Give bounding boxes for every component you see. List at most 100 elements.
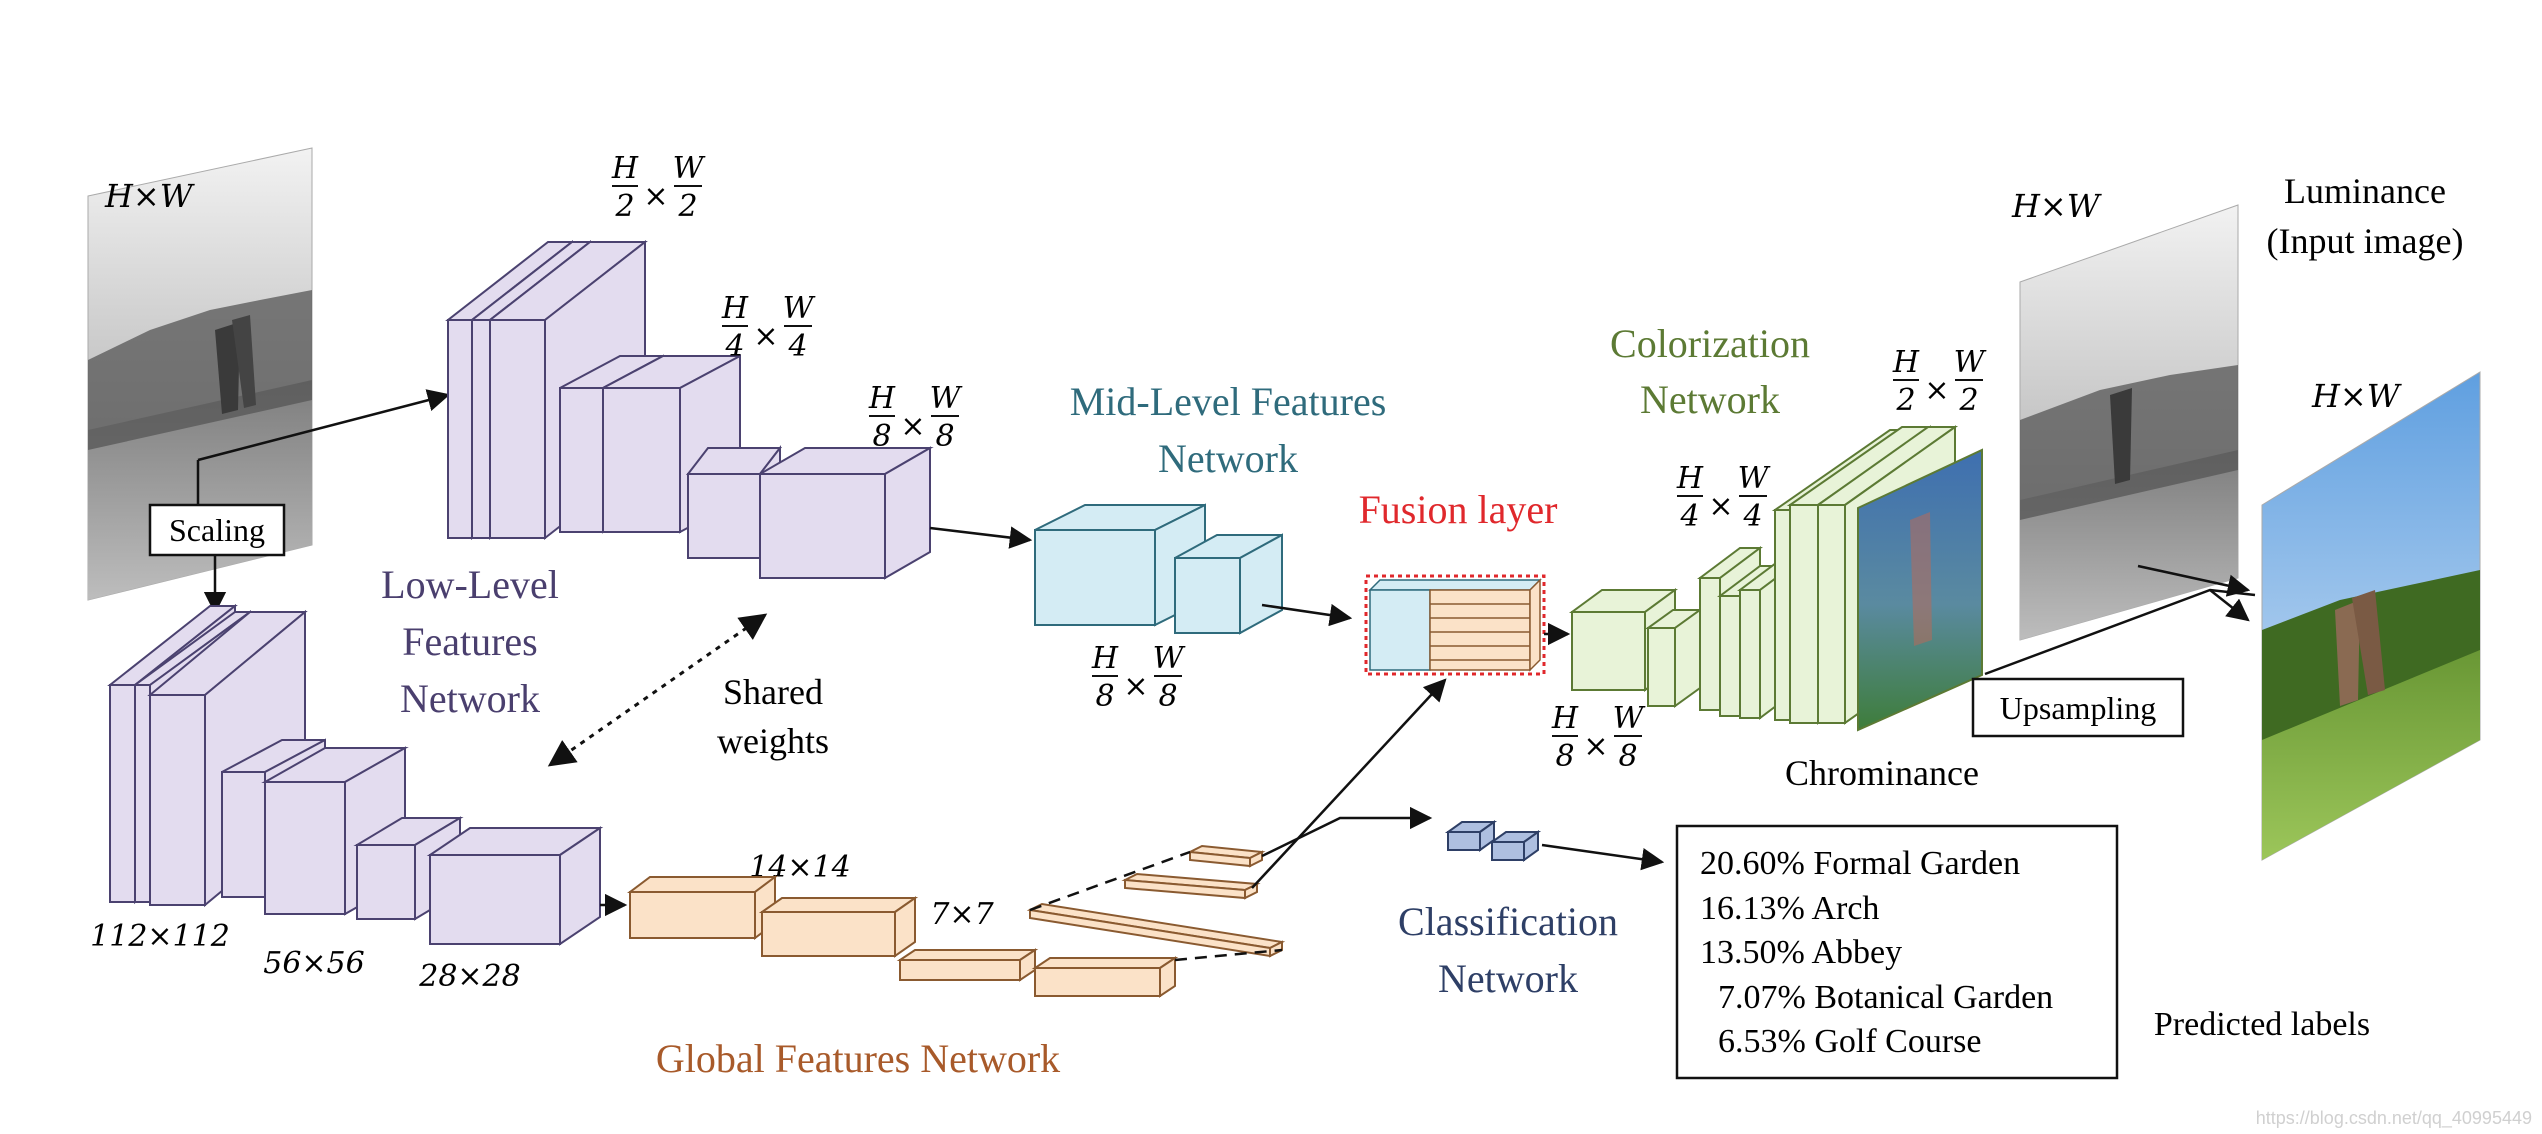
classification-blocks bbox=[1444, 820, 1542, 862]
arrow-to-fusion bbox=[1251, 678, 1447, 889]
low-level-bottom-stack bbox=[107, 603, 604, 946]
fusion-layer-block bbox=[1364, 574, 1546, 676]
prediction-item: 20.60% Formal Garden bbox=[1700, 845, 2020, 882]
watermark: https://blog.csdn.net/qq_40995449 bbox=[2256, 1108, 2532, 1129]
svg-text:8: 8 bbox=[1555, 739, 1574, 774]
predicted-labels-caption: Predicted labels bbox=[2154, 1006, 2370, 1043]
chrominance-label: Chrominance bbox=[1785, 753, 1979, 793]
prediction-item: 6.53% Golf Course bbox=[1718, 1023, 1981, 1060]
arrow-to-mid-level bbox=[929, 526, 1033, 549]
svg-text:weights: weights bbox=[717, 721, 829, 761]
svg-text:Features: Features bbox=[402, 619, 538, 664]
svg-text:×: × bbox=[1924, 373, 1949, 408]
upsampling-label: Upsampling bbox=[2000, 690, 2156, 726]
arrow-mid-to-fusion bbox=[1261, 603, 1353, 627]
global-features-title: Global Features Network bbox=[656, 1036, 1060, 1081]
arrow-to-low-level-top bbox=[197, 389, 451, 462]
svg-text:Mid-Level Features: Mid-Level Features bbox=[1070, 379, 1387, 424]
chrominance-image bbox=[1857, 448, 1983, 732]
size-56: 56×56 bbox=[263, 946, 364, 981]
svg-text:Low-Level: Low-Level bbox=[381, 562, 559, 607]
svg-text:W: W bbox=[783, 291, 816, 326]
size-h8w8-top: H 8 × W 8 bbox=[868, 381, 963, 454]
svg-text:W: W bbox=[1613, 701, 1646, 736]
svg-text:×: × bbox=[753, 319, 778, 354]
svg-text:H: H bbox=[1676, 461, 1704, 496]
predictions-list: 20.60% Formal Garden 16.13% Arch 13.50% … bbox=[1700, 845, 2053, 1060]
svg-text:Shared: Shared bbox=[723, 672, 823, 712]
svg-text:4: 4 bbox=[787, 329, 807, 364]
svg-text:×: × bbox=[1123, 669, 1148, 704]
svg-text:8: 8 bbox=[1095, 679, 1114, 714]
svg-text:8: 8 bbox=[1618, 739, 1637, 774]
scaling-label: Scaling bbox=[169, 512, 265, 548]
global-features-blocks bbox=[627, 844, 1286, 998]
svg-text:4: 4 bbox=[724, 329, 744, 364]
svg-text:Colorization: Colorization bbox=[1610, 321, 1810, 366]
svg-text:Luminance: Luminance bbox=[2284, 171, 2446, 211]
svg-text:4: 4 bbox=[1679, 499, 1699, 534]
svg-text:W: W bbox=[673, 151, 706, 186]
output-color-image bbox=[2261, 371, 2481, 861]
input-size-label: H×W bbox=[104, 177, 196, 215]
prediction-item: 16.13% Arch bbox=[1700, 890, 1879, 927]
arrow-to-output bbox=[2209, 589, 2250, 622]
size-h2w2-top: H 2 × W 2 bbox=[611, 151, 706, 224]
arrow-to-predictions bbox=[1541, 843, 1665, 871]
size-7: 7×7 bbox=[930, 897, 994, 932]
classification-title: Classification Network bbox=[1398, 899, 1618, 1001]
svg-text:2: 2 bbox=[1895, 383, 1915, 418]
svg-text:8: 8 bbox=[935, 419, 954, 454]
svg-text:×: × bbox=[1708, 489, 1733, 524]
svg-text:×: × bbox=[900, 409, 925, 444]
svg-text:Network: Network bbox=[400, 676, 540, 721]
arrow-lum-to-output bbox=[2137, 564, 2251, 597]
svg-text:×: × bbox=[643, 179, 668, 214]
size-h4w4-top: H 4 × W 4 bbox=[721, 291, 816, 364]
svg-text:×: × bbox=[1583, 729, 1608, 764]
svg-text:Classification: Classification bbox=[1398, 899, 1618, 944]
upsampling-box bbox=[1971, 677, 2185, 738]
svg-text:H: H bbox=[1892, 345, 1920, 380]
svg-text:2: 2 bbox=[1958, 383, 1978, 418]
scaling-box bbox=[148, 503, 286, 557]
svg-text:(Input image): (Input image) bbox=[2267, 221, 2464, 261]
svg-text:W: W bbox=[1738, 461, 1771, 496]
svg-text:W: W bbox=[930, 381, 963, 416]
colorization-title: Colorization Network bbox=[1610, 321, 1810, 422]
bottom-size-labels: 112×112 56×56 28×28 14×14 7×7 bbox=[90, 850, 994, 994]
svg-text:2: 2 bbox=[677, 189, 697, 224]
svg-text:W: W bbox=[1153, 641, 1186, 676]
svg-text:H: H bbox=[1091, 641, 1119, 676]
shared-weights-label: Shared weights bbox=[717, 672, 829, 761]
prediction-item: 13.50% Abbey bbox=[1700, 934, 1902, 971]
luminance-size-label: H×W bbox=[2011, 187, 2103, 225]
svg-text:H: H bbox=[868, 381, 896, 416]
size-h8w8-colorization: H 8 × W 8 bbox=[1551, 701, 1646, 774]
global-fc-dashes bbox=[1029, 850, 1283, 962]
mid-level-blocks bbox=[1034, 503, 1283, 635]
svg-text:W: W bbox=[1954, 345, 1987, 380]
low-level-top-stack bbox=[445, 239, 934, 580]
svg-text:2: 2 bbox=[614, 189, 634, 224]
size-h4w4-colorization: H 4 × W 4 bbox=[1676, 461, 1771, 534]
luminance-title: Luminance (Input image) bbox=[2267, 171, 2464, 261]
size-h8w8-mid: H 8 × W 8 bbox=[1091, 641, 1186, 714]
svg-text:H: H bbox=[611, 151, 639, 186]
predictions-box bbox=[1675, 824, 2119, 1080]
size-28: 28×28 bbox=[418, 959, 520, 994]
svg-text:8: 8 bbox=[1158, 679, 1177, 714]
svg-text:Network: Network bbox=[1640, 377, 1780, 422]
size-h2w2-colorization: H 2 × W 2 bbox=[1892, 345, 1987, 418]
luminance-image bbox=[2019, 204, 2239, 641]
low-level-title: Low-Level Features Network bbox=[381, 562, 559, 721]
prediction-item: 7.07% Botanical Garden bbox=[1718, 979, 2053, 1016]
svg-text:H: H bbox=[721, 291, 749, 326]
svg-text:4: 4 bbox=[1742, 499, 1762, 534]
fusion-layer-title: Fusion layer bbox=[1359, 487, 1558, 532]
svg-text:H: H bbox=[1551, 701, 1579, 736]
svg-text:Network: Network bbox=[1158, 436, 1298, 481]
output-size-label: H×W bbox=[2311, 377, 2403, 415]
